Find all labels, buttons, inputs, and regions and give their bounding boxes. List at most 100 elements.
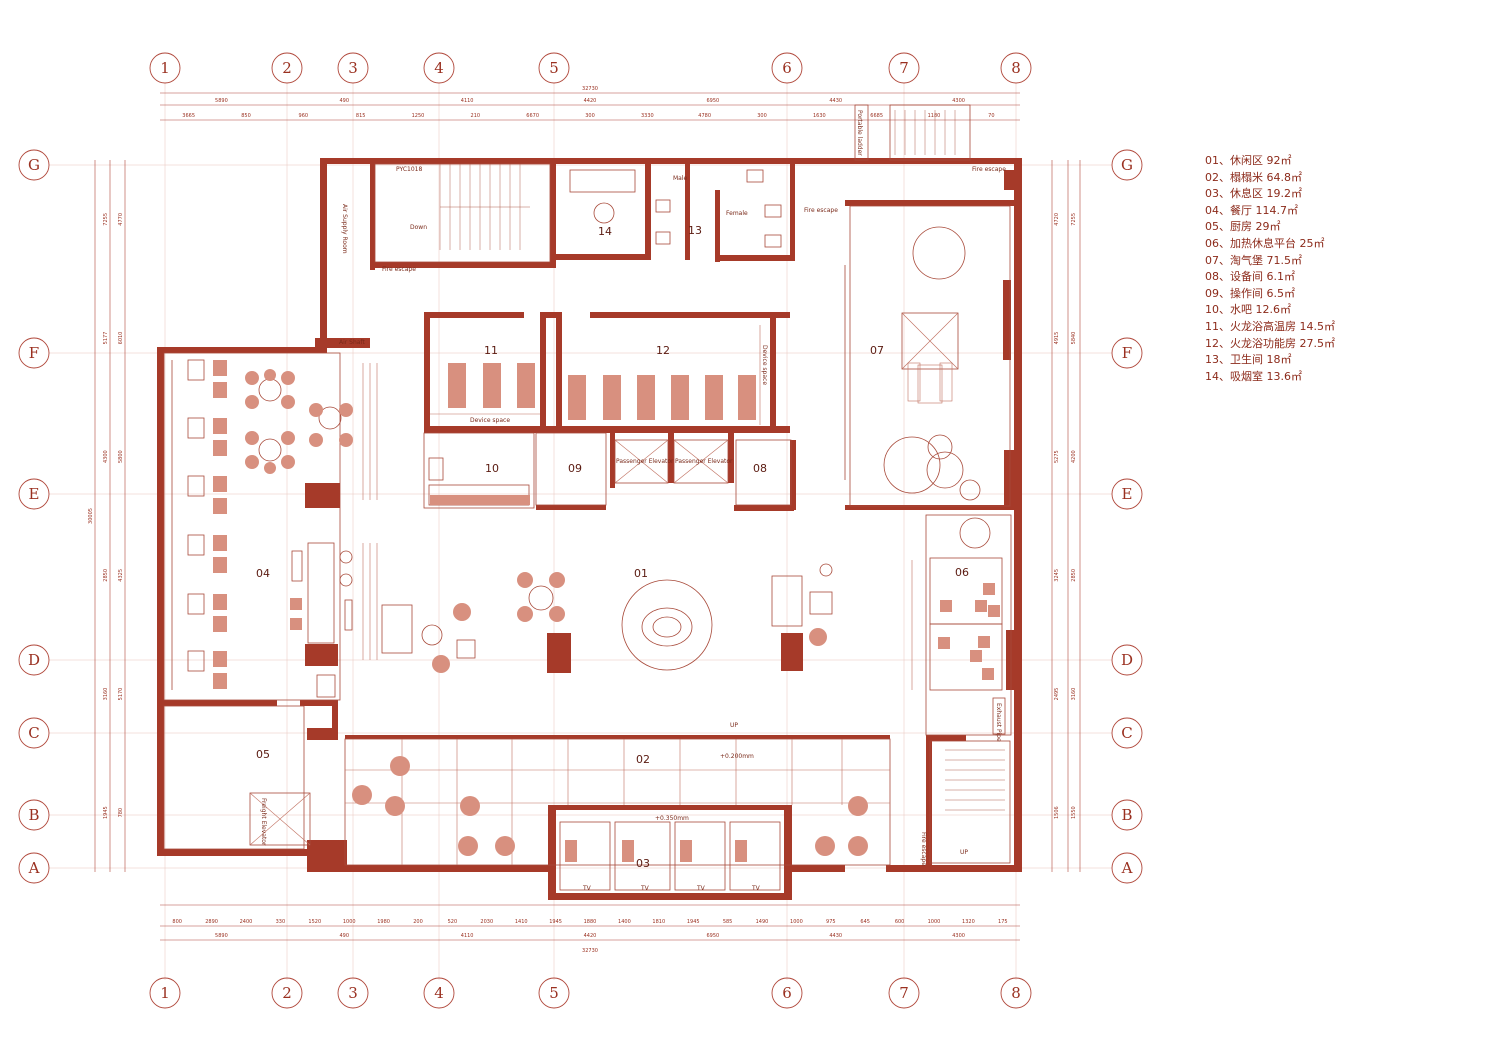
svg-text:E: E xyxy=(1122,485,1133,503)
exhaust-pipe-label: Exhaust Pipe xyxy=(995,703,1002,742)
annotations: PYC1018 Down Air Supply Room Fire escape… xyxy=(260,110,1006,892)
svg-text:F: F xyxy=(1122,344,1132,362)
legend-item: 07、淘气堡 71.5㎡ xyxy=(1205,253,1302,267)
svg-text:2: 2 xyxy=(282,59,292,77)
dim-bottom-overall-0: 32730 xyxy=(582,948,598,954)
dim-right-row1-5: 1506 xyxy=(1054,806,1060,819)
svg-text:E: E xyxy=(29,485,40,503)
dim-bottom-row2-5: 1000 xyxy=(343,919,356,925)
room-03-label: 03 xyxy=(636,857,650,870)
room-05-label: 05 xyxy=(256,748,270,761)
dim-bottom-row1-4: 6950 xyxy=(706,933,719,939)
legend-item: 10、水吧 12.6㎡ xyxy=(1205,303,1291,317)
svg-text:1: 1 xyxy=(160,984,170,1002)
axis-row-A-right: A xyxy=(1111,852,1143,884)
dim-top-row2-9: 4780 xyxy=(698,113,711,119)
axis-col-5-bottom: 5 xyxy=(538,977,570,1009)
pyc-label: PYC1018 xyxy=(396,166,422,173)
legend-item: 09、操作间 6.5㎡ xyxy=(1205,286,1295,300)
dim-bottom-row1-2: 4110 xyxy=(461,933,474,939)
svg-text:B: B xyxy=(28,806,39,824)
dim-right-row2-5: 1550 xyxy=(1071,806,1077,819)
dim-top-row2-0: 3665 xyxy=(182,113,195,119)
dim-bottom-row2-19: 975 xyxy=(826,919,836,925)
axis-col-4-top: 4 xyxy=(423,52,455,84)
legend-item: 11、火龙浴高温房 14.5㎡ xyxy=(1205,319,1335,333)
dim-bottom-row2-15: 1945 xyxy=(687,919,700,925)
dim-left-row1-4: 3160 xyxy=(103,688,109,701)
dim-right-row1-1: 4915 xyxy=(1054,332,1060,345)
dim-top-row2-4: 1250 xyxy=(412,113,425,119)
svg-text:B: B xyxy=(1121,806,1132,824)
dim-bottom-row2-11: 1945 xyxy=(549,919,562,925)
svg-text:3: 3 xyxy=(348,59,358,77)
svg-text:7: 7 xyxy=(899,59,909,77)
room-07-label: 07 xyxy=(870,344,884,357)
dim-bottom-row2-6: 1980 xyxy=(377,919,390,925)
axis-col-6-bottom: 6 xyxy=(771,977,803,1009)
dim-top-row1-1: 490 xyxy=(340,98,350,104)
grid-lines xyxy=(49,83,1112,980)
dim-top-row2-10: 300 xyxy=(757,113,767,119)
dim-right-row1-4: 2495 xyxy=(1054,688,1060,701)
legend-item: 13、卫生间 18㎡ xyxy=(1205,353,1292,367)
dim-right-row2-4: 3160 xyxy=(1071,688,1077,701)
room-10-label: 10 xyxy=(485,462,499,475)
passenger-elevator-label-1: Passenger Elevator xyxy=(616,458,674,465)
dim-bottom-row2-14: 1810 xyxy=(652,919,665,925)
dim-bottom-row2-23: 1320 xyxy=(962,919,975,925)
fire-escape-label-1: Fire escape xyxy=(382,266,416,273)
fire-escape-label-3: Fire escape xyxy=(972,166,1006,173)
room-11-label: 11 xyxy=(484,344,498,357)
dim-top-row2-13: 1180 xyxy=(928,113,941,119)
svg-text:G: G xyxy=(28,156,40,174)
portable-ladder-label: Portable ladder xyxy=(856,110,863,156)
svg-text:4: 4 xyxy=(434,984,444,1002)
room-13-label: 13 xyxy=(688,224,702,237)
axis-col-5-top: 5 xyxy=(538,52,570,84)
dim-left-row2-2: 5800 xyxy=(118,450,124,463)
female-label: Female xyxy=(726,210,748,217)
dim-top-row2-3: 815 xyxy=(356,113,366,119)
tv-label-3: TV xyxy=(696,885,706,892)
svg-text:4: 4 xyxy=(434,59,444,77)
dim-bottom-row2-3: 330 xyxy=(276,919,286,925)
dim-right-row2-1: 5840 xyxy=(1071,332,1077,345)
down-label: Down xyxy=(410,224,427,231)
dim-bottom-row2-21: 600 xyxy=(895,919,905,925)
dim-top-row1-4: 6950 xyxy=(706,98,719,104)
device-space-label-1: Device space xyxy=(470,417,510,424)
dimension-lines xyxy=(94,92,1081,941)
axis-col-3-top: 3 xyxy=(337,52,369,84)
room-12-label: 12 xyxy=(656,344,670,357)
dim-bottom-row2-8: 520 xyxy=(448,919,458,925)
svg-text:C: C xyxy=(28,724,39,742)
axis-col-2-bottom: 2 xyxy=(271,977,303,1009)
svg-text:F: F xyxy=(29,344,39,362)
axis-row-E-left: E xyxy=(18,478,50,510)
up-label-1: UP xyxy=(730,722,738,729)
dim-bottom-row2-16: 585 xyxy=(723,919,733,925)
furniture xyxy=(213,360,1000,862)
tv-label-4: TV xyxy=(751,885,761,892)
dim-top-row1-3: 4420 xyxy=(584,98,597,104)
dim-bottom-row2-22: 1000 xyxy=(928,919,941,925)
svg-text:G: G xyxy=(1121,156,1133,174)
dim-top-row2-5: 210 xyxy=(471,113,481,119)
dim-bottom-row2-20: 645 xyxy=(860,919,870,925)
axis-row-B-left: B xyxy=(18,799,50,831)
level-label-2: +0.350mm xyxy=(655,815,689,822)
dim-left-overall-0: 30005 xyxy=(88,508,94,524)
dim-right-row1-0: 4720 xyxy=(1054,213,1060,226)
freight-elevator-label: Freight Elevator xyxy=(260,798,267,846)
dim-top-row1-5: 4430 xyxy=(829,98,842,104)
axis-row-A-left: A xyxy=(18,852,50,884)
dim-top-row2-2: 960 xyxy=(299,113,309,119)
svg-text:8: 8 xyxy=(1011,984,1021,1002)
legend-item: 03、休息区 19.2㎡ xyxy=(1205,187,1302,201)
axis-col-8-top: 8 xyxy=(1000,52,1032,84)
